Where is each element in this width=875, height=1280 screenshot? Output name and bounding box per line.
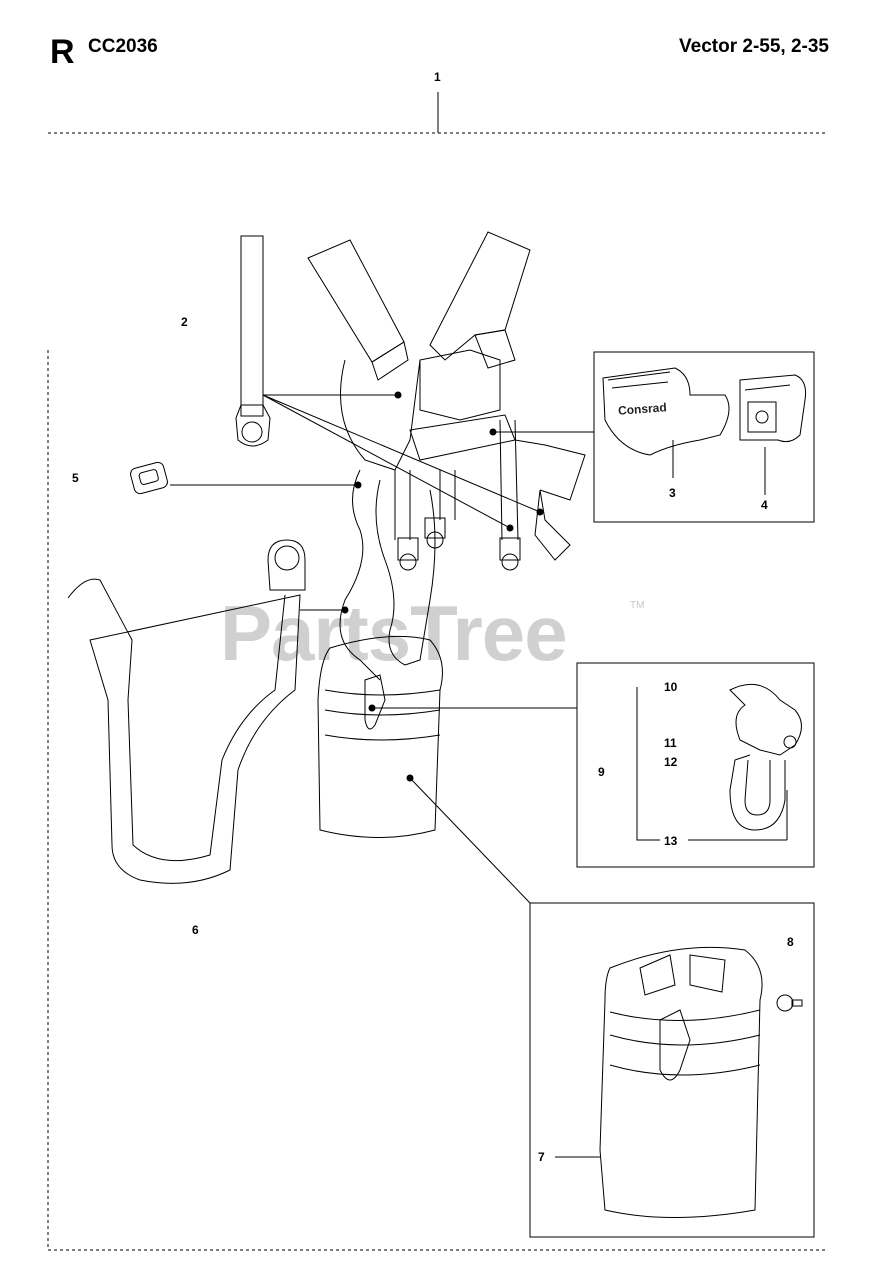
watermark-tm: TM xyxy=(630,600,645,611)
leader-7-8 xyxy=(409,777,531,904)
hip-pad-part-7 xyxy=(599,946,763,1218)
callout-2: 2 xyxy=(181,315,188,329)
leader-2b xyxy=(262,394,511,529)
harness xyxy=(307,231,586,681)
callout-11: 11 xyxy=(664,736,677,750)
clip-part-4 xyxy=(739,374,806,443)
callout-10: 10 xyxy=(664,680,678,694)
section-letter: R xyxy=(50,33,75,71)
callout-3: 3 xyxy=(669,486,676,500)
hook-assembly xyxy=(729,683,802,831)
callout-6: 6 xyxy=(192,923,199,937)
callout-8: 8 xyxy=(787,935,794,949)
buckle-part-5 xyxy=(130,461,168,495)
model-code: CC2036 xyxy=(88,36,158,57)
bracket-10-13 xyxy=(636,687,660,841)
callout-7: 7 xyxy=(538,1150,545,1164)
hip-pad xyxy=(317,635,443,838)
callout-9: 9 xyxy=(598,765,605,779)
strap-part-6 xyxy=(67,539,306,884)
detail-box-9-13 xyxy=(576,662,815,868)
callout-5: 5 xyxy=(72,471,79,485)
callout-12: 12 xyxy=(664,755,678,769)
detail-box-3-4 xyxy=(593,351,815,523)
product-name: Vector 2-55, 2-35 xyxy=(679,36,829,57)
callout-13: 13 xyxy=(664,834,678,848)
callout-1: 1 xyxy=(434,70,441,84)
detail-box-7-8 xyxy=(529,902,815,1238)
strap-part-2 xyxy=(235,235,271,447)
leader-2c xyxy=(262,394,541,513)
bolt-part-8 xyxy=(776,994,803,1012)
callout-4: 4 xyxy=(761,498,768,512)
buckle-part-3 xyxy=(602,367,730,456)
